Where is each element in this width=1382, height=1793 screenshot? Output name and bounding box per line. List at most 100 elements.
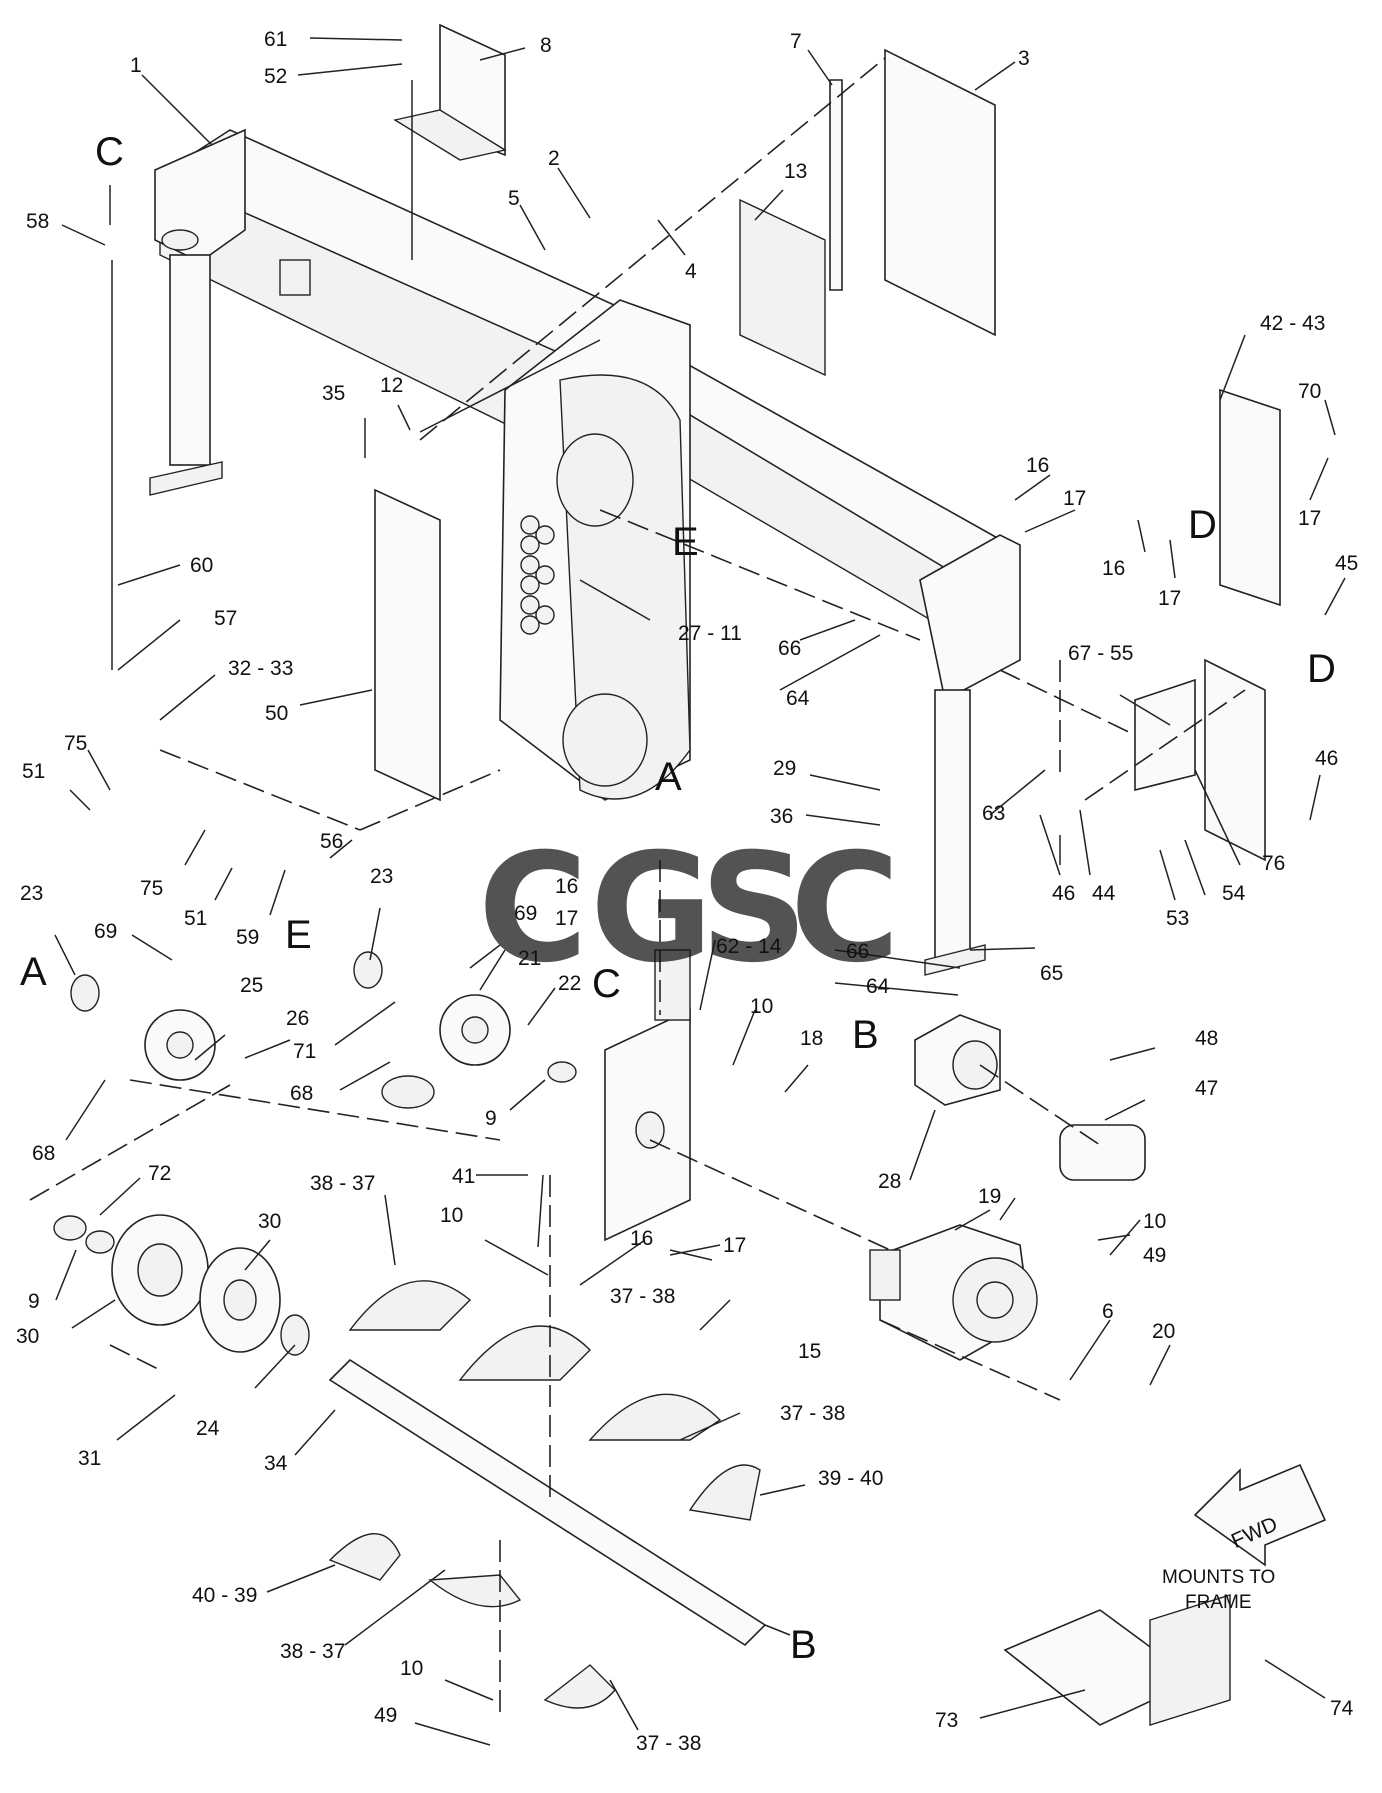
callout: 13 (784, 160, 807, 183)
callout: 26 (286, 1007, 309, 1030)
callout: 70 (1298, 380, 1321, 403)
callout: 56 (320, 830, 343, 853)
callout: 72 (148, 1162, 171, 1185)
callout: 62 - 14 (716, 935, 782, 958)
view-letter-a: A (20, 950, 47, 994)
callout: 66 (846, 940, 869, 963)
callout: 41 (452, 1165, 475, 1188)
callout: 2 (548, 147, 560, 170)
view-letter-c: C (95, 130, 124, 174)
callout: 23 (370, 865, 393, 888)
callout: 16 (1026, 454, 1049, 477)
callout: 37 - 38 (636, 1732, 701, 1755)
callout: 75 (140, 877, 163, 900)
callout: 46 (1315, 747, 1338, 770)
callout: 42 - 43 (1260, 312, 1325, 335)
mounts-note-line-1: MOUNTS TO (1162, 1567, 1275, 1588)
callout: 20 (1152, 1320, 1175, 1343)
view-letter-d: D (1188, 503, 1217, 547)
callout: 71 (293, 1040, 316, 1063)
callout: 29 (773, 757, 796, 780)
callout: 66 (778, 637, 801, 660)
callout: 49 (374, 1704, 397, 1727)
callout: 48 (1195, 1027, 1218, 1050)
callout: 40 - 39 (192, 1584, 257, 1607)
callout: 38 - 37 (310, 1172, 375, 1195)
callout: 3 (1018, 47, 1030, 70)
drive-chain (520, 515, 555, 635)
callout: 16 (555, 875, 578, 898)
watermark-letter-s: S (700, 822, 808, 996)
leader-lines (54, 37, 1346, 1746)
callout: 69 (514, 902, 537, 925)
callout: 10 (1143, 1210, 1166, 1233)
callout: 5 (508, 187, 520, 210)
callout: 12 (380, 374, 403, 397)
watermark-letter-g: G (590, 822, 713, 996)
callout: 39 - 40 (818, 1467, 883, 1490)
view-letter-c: C (592, 962, 621, 1006)
callout: 17 (723, 1234, 746, 1257)
callout: 73 (935, 1709, 958, 1732)
callout: 18 (800, 1027, 823, 1050)
callout: 50 (265, 702, 288, 725)
callout: 58 (26, 210, 49, 233)
callout: 47 (1195, 1077, 1218, 1100)
callout: 64 (866, 975, 890, 998)
callout: 1 (130, 54, 142, 77)
callout: 64 (786, 687, 810, 710)
callout: 34 (264, 1452, 288, 1475)
callout: 49 (1143, 1244, 1166, 1267)
callout: 46 (1052, 882, 1075, 905)
callout: 22 (558, 972, 581, 995)
callout: 17 (1063, 487, 1086, 510)
callout: 17 (555, 907, 578, 930)
view-letter-e: E (285, 913, 312, 957)
callout: 69 (94, 920, 117, 943)
part-drawings (53, 23, 1327, 1726)
view-letter-e: E (672, 520, 699, 564)
callout: 7 (790, 30, 802, 53)
callout: 59 (236, 926, 259, 949)
callout: 65 (1040, 962, 1063, 985)
callout: 6 (1102, 1300, 1114, 1323)
callout: 68 (32, 1142, 55, 1165)
callout: 57 (214, 607, 237, 630)
view-letter-a: A (655, 755, 682, 799)
callout: 27 - 11 (678, 622, 742, 645)
view-letter-b: B (790, 1623, 817, 1667)
view-letter-b: B (852, 1013, 879, 1057)
callout: 76 (1262, 852, 1285, 875)
callout: 36 (770, 805, 793, 828)
callout: 8 (540, 34, 552, 57)
callout: 68 (290, 1082, 313, 1105)
view-reference-letters: C E A D D E C A B B (20, 130, 1336, 1667)
callout: 16 (1102, 557, 1125, 580)
callout: 9 (485, 1107, 497, 1130)
callout: 60 (190, 554, 213, 577)
callout: 75 (64, 732, 87, 755)
callout: 45 (1335, 552, 1358, 575)
callout: 21 (518, 947, 541, 970)
cgsc-watermark: C G S C (478, 822, 900, 996)
callout: 51 (22, 760, 45, 783)
watermark-letter-c1: C (478, 822, 588, 996)
callout: 38 - 37 (280, 1640, 345, 1663)
callout: 74 (1330, 1697, 1354, 1720)
callout: 17 (1158, 587, 1181, 610)
watermark-letter-c2: C (790, 822, 900, 996)
callout: 44 (1092, 882, 1116, 905)
callout: 31 (78, 1447, 101, 1470)
callout: 24 (196, 1417, 220, 1440)
callout: 53 (1166, 907, 1189, 930)
callout: 19 (978, 1185, 1001, 1208)
callout: 28 (878, 1170, 901, 1193)
callout: 23 (20, 882, 43, 905)
callout-labels: 1 2 3 4 5 7 8 61 52 13 35 12 16 17 42 - … (16, 28, 1358, 1755)
callout: 10 (440, 1204, 463, 1227)
callout: 61 (264, 28, 287, 51)
callout: 37 - 38 (780, 1402, 845, 1425)
callout: 52 (264, 65, 287, 88)
callout: 25 (240, 974, 263, 997)
